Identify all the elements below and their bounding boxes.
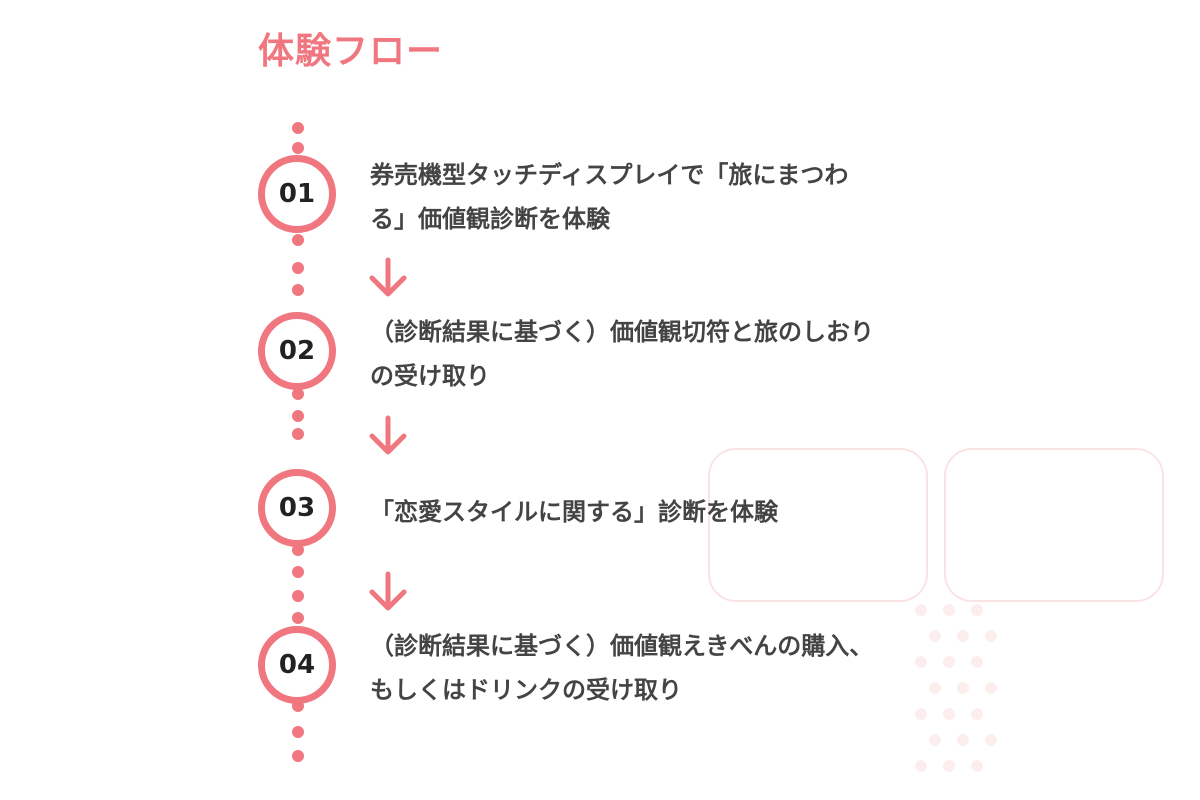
decorative-rounded-box	[944, 448, 1164, 602]
decorative-dot	[915, 604, 927, 616]
decorative-dot	[971, 604, 983, 616]
arrow-down-icon	[366, 570, 410, 614]
decorative-dot	[943, 708, 955, 720]
step-4-number: 04	[278, 650, 316, 680]
decorative-dot	[943, 760, 955, 772]
step-2-line-1: （診断結果に基づく）価値観切符と旅のしおり	[370, 318, 874, 346]
timeline-dot	[292, 612, 304, 624]
decorative-rounded-box	[708, 448, 928, 602]
step-3-number: 03	[278, 493, 316, 523]
timeline-dot	[292, 750, 304, 762]
step-3-description: 「恋愛スタイルに関する」診断を体験	[370, 490, 970, 534]
page-title: 体験フロー	[258, 31, 444, 72]
decorative-dot-grid	[915, 600, 1005, 800]
step-4-description: （診断結果に基づく）価値観えきべんの購入、 もしくはドリンクの受け取り	[370, 624, 970, 712]
decorative-dot	[957, 734, 969, 746]
timeline-dot	[292, 284, 304, 296]
decorative-dot	[985, 682, 997, 694]
timeline-dot	[292, 142, 304, 154]
timeline-dot	[292, 428, 304, 440]
timeline-dot	[292, 234, 304, 246]
step-4-line-1: （診断結果に基づく）価値観えきべんの購入、	[370, 632, 874, 660]
step-2-line-2: の受け取り	[370, 362, 490, 390]
step-1-number: 01	[278, 179, 316, 209]
timeline-dot	[292, 726, 304, 738]
timeline-dot	[292, 122, 304, 134]
arrow-down-icon	[366, 256, 410, 300]
decorative-dot	[929, 682, 941, 694]
decorative-dot	[929, 630, 941, 642]
timeline-dot	[292, 566, 304, 578]
arrow-down-icon	[366, 414, 410, 458]
step-2-number: 02	[278, 336, 316, 366]
decorative-dot	[971, 760, 983, 772]
step-1-line-1: 券売機型タッチディスプレイで「旅にまつわ	[370, 161, 849, 189]
timeline-dot	[292, 590, 304, 602]
timeline-dot	[292, 388, 304, 400]
step-4-circle: 04	[258, 626, 336, 704]
decorative-dot	[915, 656, 927, 668]
decorative-dot	[915, 708, 927, 720]
step-3-line-1: 「恋愛スタイルに関する」診断を体験	[370, 498, 778, 526]
step-4-line-2: もしくはドリンクの受け取り	[370, 676, 682, 704]
decorative-dot	[943, 656, 955, 668]
step-1-line-2: る」価値観診断を体験	[370, 205, 610, 233]
decorative-dot	[943, 604, 955, 616]
step-2-description: （診断結果に基づく）価値観切符と旅のしおり の受け取り	[370, 310, 970, 398]
decorative-dot	[985, 630, 997, 642]
decorative-dot	[971, 656, 983, 668]
decorative-dot	[915, 760, 927, 772]
decorative-dot	[929, 734, 941, 746]
step-1-description: 券売機型タッチディスプレイで「旅にまつわ る」価値観診断を体験	[370, 153, 970, 241]
timeline-dot	[292, 544, 304, 556]
step-1-circle: 01	[258, 155, 336, 233]
decorative-dot	[985, 734, 997, 746]
step-3-circle: 03	[258, 469, 336, 547]
decorative-dot	[957, 630, 969, 642]
decorative-dot	[971, 708, 983, 720]
timeline-dot	[292, 262, 304, 274]
decorative-dot	[957, 682, 969, 694]
timeline-dot	[292, 410, 304, 422]
step-2-circle: 02	[258, 312, 336, 390]
